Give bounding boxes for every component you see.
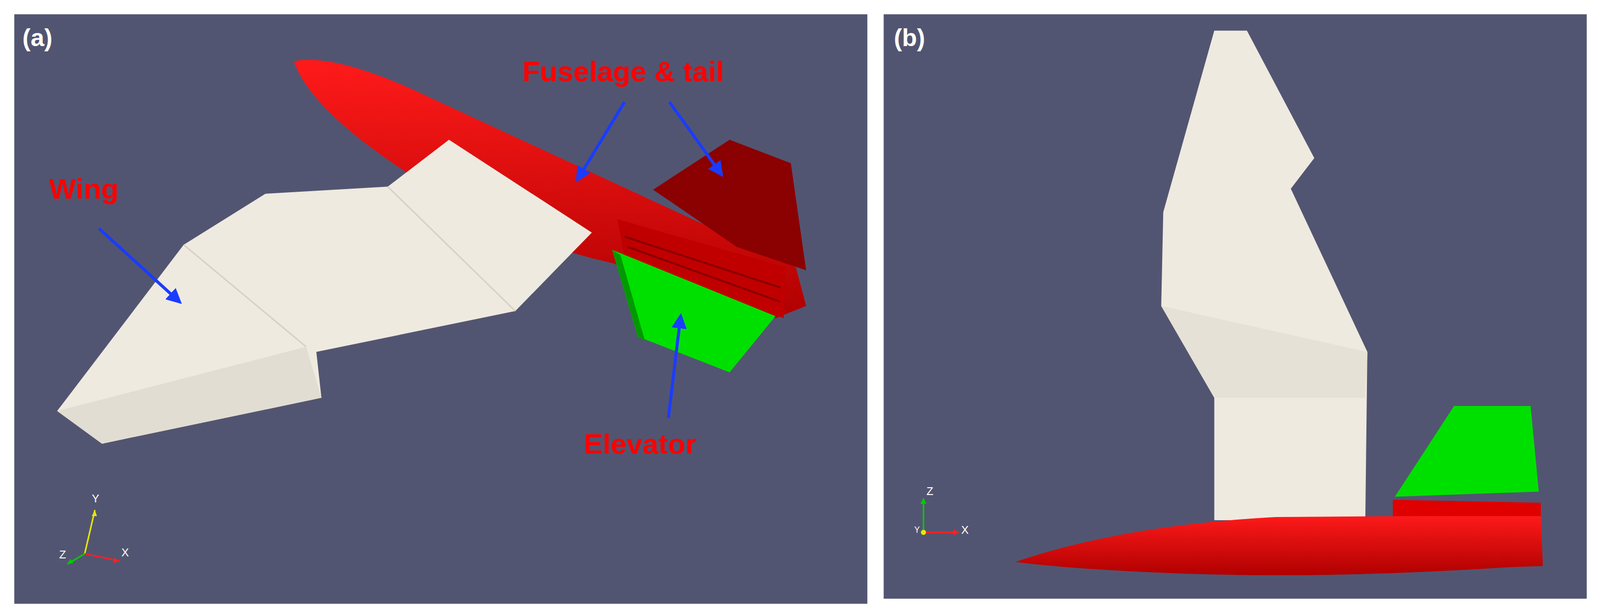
axis-triad-a: [67, 509, 120, 564]
leader-arrow: [668, 316, 681, 419]
leader-arrow: [98, 228, 180, 302]
wing-crease: [183, 186, 516, 347]
axis-y-dot: [920, 529, 926, 535]
panel-a-model: [57, 59, 807, 444]
elevator-edge: [612, 249, 645, 341]
wing-shade: [57, 346, 322, 444]
axis-head: [920, 497, 927, 504]
panel-b-ground: [883, 14, 1587, 599]
leader-arrows-a: [98, 102, 722, 419]
fuselage: [1015, 514, 1543, 576]
axis-head: [91, 509, 97, 516]
axis-z: [67, 553, 85, 564]
part-label: Elevator: [583, 428, 697, 460]
leader-arrow: [669, 102, 722, 175]
leader-arrow: [577, 102, 625, 180]
axis-head: [113, 557, 120, 564]
wing-shade: [1161, 305, 1368, 398]
axis-label: Y: [914, 525, 920, 535]
axis-head: [67, 558, 74, 565]
axis-triad-b: [920, 497, 959, 536]
axis-label: Y: [91, 492, 99, 506]
panel-b-model: [1015, 30, 1543, 576]
axis-z: [922, 499, 925, 533]
axis-label: Z: [59, 548, 66, 562]
axis-head: [953, 528, 960, 536]
panel-tag: (b): [894, 24, 926, 52]
axis-x: [923, 531, 957, 534]
axis-label: X: [961, 524, 969, 537]
panel-tag: (a): [22, 24, 53, 52]
part-label: Fuselage & tail: [522, 56, 725, 88]
part-label: Wing: [49, 173, 119, 205]
axis-label: Z: [926, 485, 934, 499]
wing: [57, 139, 592, 444]
elevator: [612, 249, 776, 373]
axis-label: X: [121, 546, 129, 560]
wing: [1161, 30, 1368, 521]
tail-body: [1392, 499, 1541, 516]
axis-y: [84, 509, 95, 554]
panel-a-ground: [14, 14, 868, 604]
elevator: [1394, 405, 1539, 497]
